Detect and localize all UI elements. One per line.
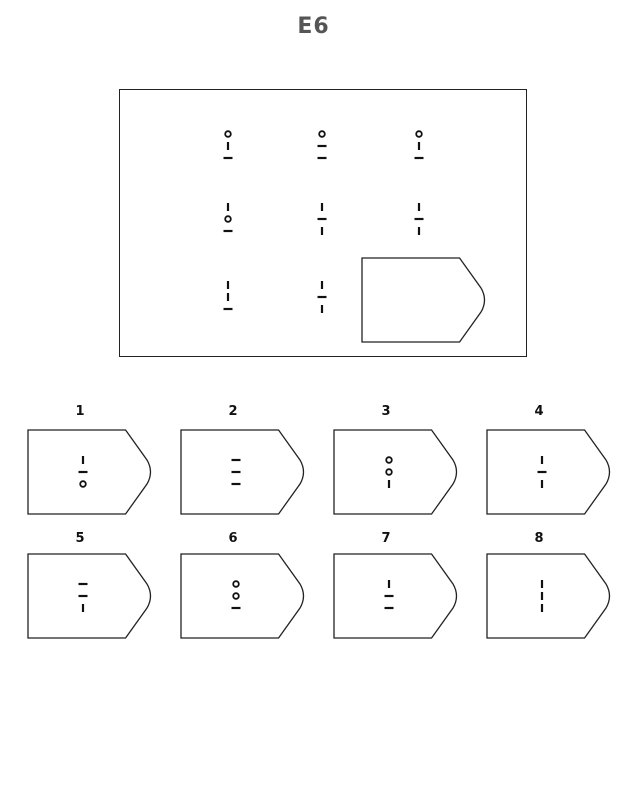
tile-outline — [362, 258, 485, 342]
symbol-stack — [75, 579, 91, 613]
option-symbols — [228, 455, 244, 489]
option-symbols — [228, 579, 244, 613]
matrix-cell — [220, 280, 236, 318]
symbol-stack — [220, 280, 236, 314]
answer-option-7[interactable] — [333, 553, 465, 641]
circle-symbol — [319, 131, 325, 137]
matrix-cell — [411, 202, 427, 240]
circle-symbol — [233, 581, 239, 587]
symbol-stack — [220, 202, 236, 236]
circle-symbol — [225, 216, 231, 222]
answer-option-1[interactable] — [27, 429, 159, 517]
matrix-cell — [314, 129, 330, 167]
symbol-stack — [381, 455, 397, 489]
circle-symbol — [233, 593, 239, 599]
tile-shape — [333, 553, 461, 639]
matrix-cell — [220, 129, 236, 167]
tile-shape — [27, 553, 155, 639]
tile-outline — [487, 430, 610, 514]
symbol-stack — [411, 202, 427, 236]
tile-shape — [486, 553, 614, 639]
symbol-stack — [314, 202, 330, 236]
circle-symbol — [386, 469, 392, 475]
option-number: 3 — [381, 404, 391, 419]
option-number: 6 — [228, 531, 238, 546]
tile-shape — [361, 257, 489, 343]
option-number: 5 — [75, 531, 85, 546]
symbol-stack — [534, 455, 550, 489]
option-symbols — [534, 455, 550, 489]
answer-option-2[interactable] — [180, 429, 312, 517]
matrix-cell — [411, 129, 427, 167]
tile-outline — [28, 430, 151, 514]
matrix-cell — [314, 280, 330, 318]
option-symbols — [75, 579, 91, 613]
symbol-stack — [228, 579, 244, 613]
circle-symbol — [386, 457, 392, 463]
option-symbols — [381, 455, 397, 489]
symbol-stack — [220, 129, 236, 163]
answer-option-6[interactable] — [180, 553, 312, 641]
tile-shape — [180, 553, 308, 639]
symbol-stack — [381, 579, 397, 613]
matrix-frame — [119, 89, 527, 357]
tile-outline — [334, 430, 457, 514]
circle-symbol — [225, 131, 231, 137]
symbol-stack — [411, 129, 427, 163]
symbol-stack — [314, 129, 330, 163]
answer-option-5[interactable] — [27, 553, 159, 641]
symbol-stack — [75, 455, 91, 489]
answer-option-8[interactable] — [486, 553, 618, 641]
puzzle-title: E6 — [297, 14, 330, 39]
circle-symbol — [416, 131, 422, 137]
tile-outline — [181, 430, 304, 514]
symbol-stack — [228, 455, 244, 489]
symbol-stack — [534, 579, 550, 613]
tile-shape — [27, 429, 155, 515]
tile-outline — [334, 554, 457, 638]
option-symbols — [534, 579, 550, 613]
tile-outline — [28, 554, 151, 638]
option-number: 7 — [381, 531, 391, 546]
option-symbols — [75, 455, 91, 489]
answer-option-4[interactable] — [486, 429, 618, 517]
option-number: 8 — [534, 531, 544, 546]
option-number: 4 — [534, 404, 544, 419]
option-number: 1 — [75, 404, 85, 419]
tile-shape — [486, 429, 614, 515]
option-number: 2 — [228, 404, 238, 419]
tile-outline — [487, 554, 610, 638]
matrix-cell — [314, 202, 330, 240]
tile-outline — [181, 554, 304, 638]
option-symbols — [381, 579, 397, 613]
tile-shape — [333, 429, 461, 515]
answer-option-3[interactable] — [333, 429, 465, 517]
missing-cell-tile — [361, 257, 493, 345]
matrix-cell — [220, 202, 236, 240]
tile-shape — [180, 429, 308, 515]
symbol-stack — [314, 280, 330, 314]
circle-symbol — [80, 481, 86, 487]
